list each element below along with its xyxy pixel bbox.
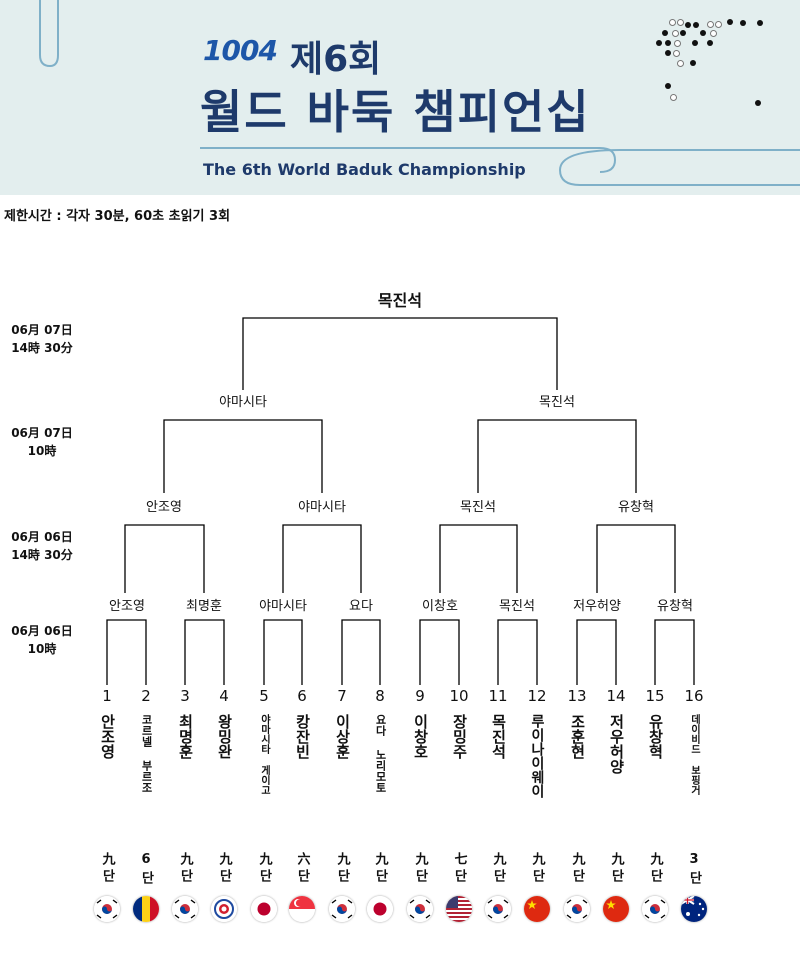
seed-number: 14 xyxy=(606,687,626,705)
banner-subtitle: The 6th World Baduk Championship xyxy=(203,160,526,179)
player-rank: 七단 xyxy=(451,852,467,886)
quarterfinal-player-7: 저우허양 xyxy=(573,599,621,614)
round-date: 06月 06日 xyxy=(11,530,73,544)
quarterfinal-player-6: 목진석 xyxy=(499,599,535,614)
seed-number: 6 xyxy=(297,687,307,705)
round-date-final: 06月 07日 14時 30分 xyxy=(2,321,82,357)
player-rank: 九단 xyxy=(334,852,350,886)
seed-number: 1 xyxy=(102,687,112,705)
player-name: 데이비드 보핑거 xyxy=(688,714,700,795)
seed-number: 8 xyxy=(375,687,385,705)
sponsor-logo: 1004 xyxy=(203,34,278,67)
semifinal-player-1: 안조영 xyxy=(146,500,182,515)
japan-flag-icon xyxy=(367,896,393,922)
player-name: 캉잔빈 xyxy=(293,714,312,759)
player-name: 요다 노리모토 xyxy=(374,714,387,793)
japan-flag-icon xyxy=(251,896,277,922)
australia-flag-icon xyxy=(681,896,707,922)
round-date-quarterfinal: 06月 06日 14時 30分 xyxy=(2,528,82,564)
player-name: 왕밍완 xyxy=(215,714,234,759)
player-rank: 六단 xyxy=(294,852,310,886)
quarterfinal-player-3: 야마시타 xyxy=(259,599,307,614)
quarterfinal-player-8: 유창혁 xyxy=(657,599,693,614)
quarterfinal-player-1: 안조영 xyxy=(109,599,145,614)
player-name: 코르넬 부르조 xyxy=(140,714,153,793)
player-rank: 九단 xyxy=(256,852,272,886)
quarterfinal-player-2: 최명훈 xyxy=(186,599,222,614)
champion-label: 목진석 xyxy=(377,291,423,310)
semifinal-player-2: 야마시타 xyxy=(298,500,346,515)
player-rank: 3단 xyxy=(686,852,702,888)
seed-number: 2 xyxy=(141,687,151,705)
round-date: 06月 07日 xyxy=(11,426,73,440)
seed-number: 3 xyxy=(180,687,190,705)
player-name: 이상훈 xyxy=(333,714,352,759)
round-time: 14時 30分 xyxy=(11,341,73,355)
player-rank: 九단 xyxy=(372,852,388,886)
round-time: 10時 xyxy=(27,444,57,458)
player-rank: 九단 xyxy=(490,852,506,886)
seed-number: 10 xyxy=(449,687,469,705)
time-limit-note: 제한시간 : 각자 30분, 60초 초읽기 3회 xyxy=(4,209,231,224)
seed-number: 16 xyxy=(684,687,704,705)
header-banner: 1004 제6회 월드 바둑 챔피언십 The 6th World Baduk … xyxy=(0,0,800,195)
player-rank: 九단 xyxy=(177,852,193,886)
semifinal-player-3: 목진석 xyxy=(460,500,496,515)
korea-flag-icon xyxy=(485,896,511,922)
round-date-round16: 06月 06日 10時 xyxy=(2,622,82,658)
round-date-semifinal: 06月 07日 10時 xyxy=(2,424,82,460)
romania-flag-icon xyxy=(133,896,159,922)
player-rank: 6단 xyxy=(138,852,154,888)
player-rank: 九단 xyxy=(99,852,115,886)
player-rank: 九단 xyxy=(412,852,428,886)
chinese-taipei-flag-icon xyxy=(211,896,237,922)
korea-flag-icon xyxy=(642,896,668,922)
seed-number: 11 xyxy=(488,687,508,705)
korea-flag-icon xyxy=(329,896,355,922)
korea-flag-icon xyxy=(172,896,198,922)
player-name: 저우허양 xyxy=(607,714,626,774)
semifinal-player-4: 유창혁 xyxy=(618,500,654,515)
edition-label: 제6회 xyxy=(290,39,382,80)
china-flag-icon xyxy=(524,896,550,922)
quarterfinal-player-5: 이창호 xyxy=(422,599,458,614)
player-name: 조훈현 xyxy=(568,714,587,759)
final-player-2: 목진석 xyxy=(539,395,575,410)
round-date: 06月 06日 xyxy=(11,624,73,638)
seed-number: 7 xyxy=(337,687,347,705)
player-name: 루이나이웨이 xyxy=(529,714,545,798)
china-flag-icon xyxy=(603,896,629,922)
round-date: 06月 07日 xyxy=(11,323,73,337)
player-rank: 九단 xyxy=(529,852,545,886)
player-name: 유창혁 xyxy=(646,714,665,759)
round-time: 14時 30分 xyxy=(11,548,73,562)
round-time: 10時 xyxy=(27,642,57,656)
korea-flag-icon xyxy=(564,896,590,922)
seed-number: 4 xyxy=(219,687,229,705)
seed-number: 9 xyxy=(415,687,425,705)
singapore-flag-icon xyxy=(289,896,315,922)
player-name: 야마시타 게이고 xyxy=(258,714,270,795)
seed-number: 12 xyxy=(527,687,547,705)
player-rank: 九단 xyxy=(569,852,585,886)
player-name: 목진석 xyxy=(489,714,508,759)
player-name: 장밍주 xyxy=(450,714,469,759)
player-rank: 九단 xyxy=(647,852,663,886)
usa-flag-icon xyxy=(446,896,472,922)
banner-title: 월드 바둑 챔피언십 xyxy=(200,85,591,139)
player-name: 안조영 xyxy=(98,714,117,759)
player-rank: 九단 xyxy=(608,852,624,886)
seed-number: 5 xyxy=(259,687,269,705)
seed-number: 13 xyxy=(567,687,587,705)
banner-decoration xyxy=(39,0,800,186)
quarterfinal-player-4: 요다 xyxy=(349,599,373,614)
final-player-1: 야마시타 xyxy=(219,395,267,410)
seed-number: 15 xyxy=(645,687,665,705)
player-name: 이창호 xyxy=(411,714,430,759)
korea-flag-icon xyxy=(94,896,120,922)
player-name: 최명훈 xyxy=(176,714,195,759)
player-rank: 九단 xyxy=(216,852,232,886)
korea-flag-icon xyxy=(407,896,433,922)
